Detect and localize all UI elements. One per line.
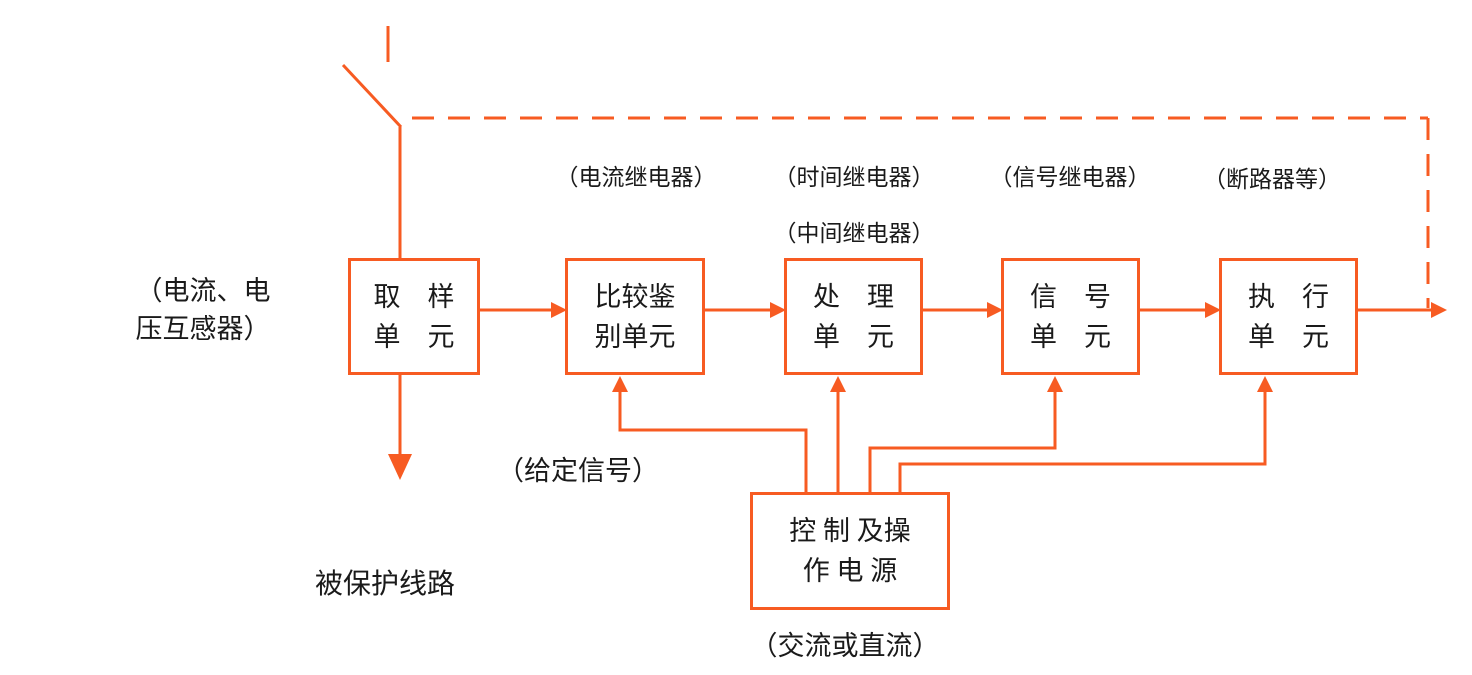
time-relay-label: （时间继电器） <box>773 165 935 190</box>
execution-unit-box: 执 行 单 元 <box>1219 258 1358 375</box>
signal-relay-label: （信号继电器） <box>989 165 1151 190</box>
intermediate-relay-label: （中间继电器） <box>773 221 935 246</box>
power-unit-box: 控 制 及操 作 电 源 <box>750 492 950 610</box>
box-text-line: 单 元 <box>1248 321 1329 352</box>
box-text-line: 信 号 <box>1030 281 1111 312</box>
right-arrowhead-icon <box>551 302 567 318</box>
box-text-line: 单 元 <box>373 321 455 352</box>
right-arrowhead-icon <box>987 302 1003 318</box>
power-to-signal-line <box>868 390 1057 492</box>
right-arrowhead-icon <box>770 302 786 318</box>
box-text-line: 比较鉴 <box>594 281 676 312</box>
protected-line-label: 被保护线路 <box>314 569 456 600</box>
breaker-label: （断路器等） <box>1203 167 1341 192</box>
box-text-line: 单 元 <box>813 321 894 352</box>
right-arrowhead-icon <box>1431 302 1447 318</box>
box-text-line: 取 样 <box>373 281 455 312</box>
up-arrowhead-icon <box>1047 376 1063 392</box>
switch-blade-icon <box>341 63 403 129</box>
right-arrowhead-icon <box>1205 302 1221 318</box>
signal-unit-box: 信 号 单 元 <box>1001 258 1140 375</box>
box-text-line: 单 元 <box>1030 321 1111 352</box>
comparison-unit-box: 比较鉴 别单元 <box>565 258 705 375</box>
box-text-line: 作 电 源 <box>802 556 898 586</box>
transformer-label-line2: 压互感器） <box>135 314 271 344</box>
box-text-line: 执 行 <box>1248 281 1329 312</box>
transformer-label: （电流、电 压互感器） <box>136 272 271 348</box>
up-arrowhead-icon <box>830 376 846 392</box>
box-text-line: 控 制 及操 <box>789 516 911 546</box>
ac-or-dc-label: （交流或直流） <box>750 631 940 661</box>
power-to-comparison-line <box>618 390 808 492</box>
up-arrowhead-icon <box>1257 376 1273 392</box>
sampling-unit-box: 取 样 单 元 <box>348 258 480 375</box>
given-signal-label: （给定信号） <box>497 456 659 486</box>
box-text-line: 处 理 <box>813 281 894 312</box>
transformer-label-line1: （电流、电 <box>135 276 271 306</box>
current-relay-label: （电流继电器） <box>555 165 717 190</box>
power-to-execution-line <box>898 390 1267 492</box>
processing-unit-box: 处 理 单 元 <box>784 258 923 375</box>
box-text-line: 别单元 <box>594 321 676 352</box>
up-arrowhead-icon <box>612 376 628 392</box>
down-arrowhead-icon <box>388 454 412 480</box>
